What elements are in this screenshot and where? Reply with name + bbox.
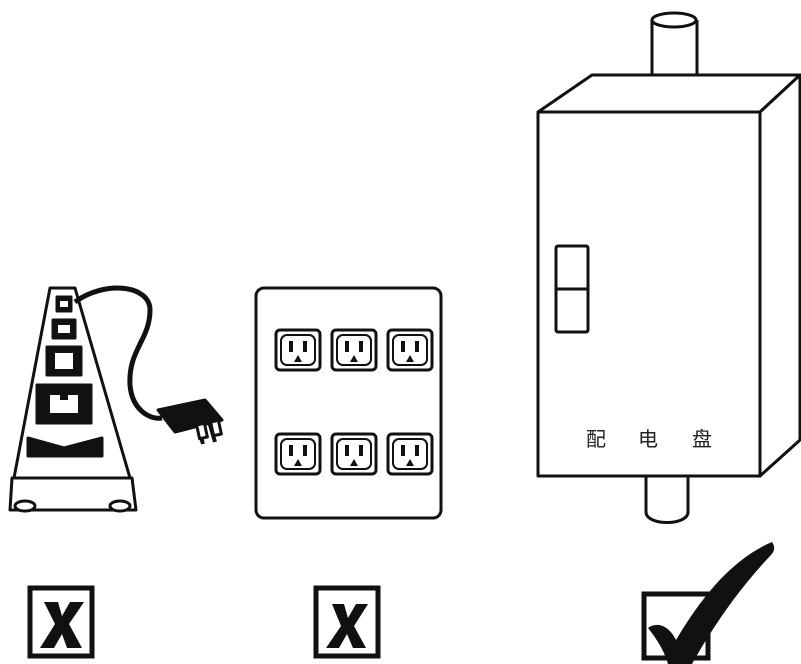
cross-mark-icon — [27, 585, 95, 659]
outlet-icon — [386, 328, 434, 372]
panel-label-char-3: 盘 — [692, 427, 712, 451]
panel-label-char-1: 配 — [586, 427, 606, 451]
wall-outlet-panel — [254, 286, 443, 520]
power-strip-icon — [8, 285, 224, 513]
outlet-icon — [274, 328, 322, 372]
plug-icon — [156, 398, 224, 445]
outlet-icon — [274, 432, 322, 476]
distribution-box-icon — [536, 11, 801, 524]
outlet-icon — [330, 328, 378, 372]
cross-mark-icon — [313, 585, 381, 659]
outlet-icon — [330, 432, 378, 476]
outlet-icon — [386, 432, 434, 476]
panel-label-char-2: 电 — [638, 427, 658, 451]
check-mark-icon — [641, 542, 775, 664]
outlet-grid — [274, 328, 434, 476]
